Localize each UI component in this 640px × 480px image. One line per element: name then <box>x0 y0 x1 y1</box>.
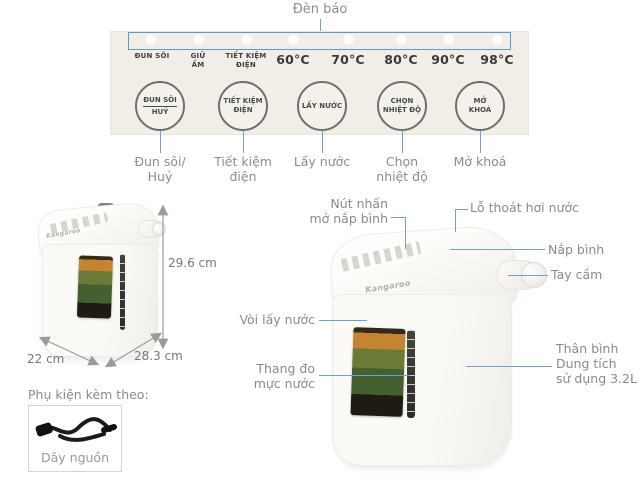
leader-line <box>508 275 548 276</box>
leader-line <box>243 131 244 153</box>
indicator-label-boil: ĐUN SÔI <box>134 52 170 60</box>
dimension-width: 22 cm <box>27 352 65 366</box>
indicator-light <box>288 34 299 45</box>
water-level-gauge <box>120 254 125 330</box>
indicator-light <box>193 34 204 45</box>
leader-line <box>405 217 406 249</box>
leader-line <box>456 209 468 210</box>
leader-line <box>480 131 481 153</box>
callout-steam-vent: Lỗ thoát hơi nước <box>470 200 579 215</box>
indicator-label-98c: 98°C <box>480 52 514 67</box>
caption-boil-cancel: Đun sôi/Huỷ <box>134 154 186 184</box>
dimension-height: 29.6 cm <box>168 256 217 270</box>
indicator-label-90c: 90°C <box>431 52 465 67</box>
leader-line <box>319 320 367 321</box>
dispense-button: LẤY NƯỚC <box>297 81 347 131</box>
leader-line <box>160 131 161 153</box>
indicator-light <box>492 34 503 45</box>
indicator-label-70c: 70°C <box>331 52 365 67</box>
product-sticker <box>350 327 406 417</box>
handle-knob <box>152 222 166 236</box>
callout-spout: Vòi lấy nước <box>239 312 315 327</box>
leader-line <box>450 249 545 250</box>
power-cord-image <box>35 417 117 442</box>
indicator-light <box>241 34 252 45</box>
indicator-light <box>396 34 407 45</box>
leader-line <box>402 131 403 153</box>
power-cord-label: Dây nguồn <box>40 450 109 465</box>
callout-handle: Tay cầm <box>551 267 603 282</box>
water-level-gauge <box>407 330 415 418</box>
caption-unlock: Mở khoá <box>453 154 507 169</box>
indicator-legend-label: Đèn báo <box>292 2 348 17</box>
indicator-light <box>343 34 354 45</box>
product-sticker <box>76 255 114 319</box>
accessory-box: Dây nguồn <box>28 405 122 472</box>
leader-line <box>322 131 323 153</box>
leader-line <box>455 209 456 232</box>
leader-line <box>466 366 552 367</box>
product-image-large: Kangaroo <box>325 222 550 470</box>
indicator-label-60c: 60°C <box>276 52 310 67</box>
callout-lid: Nắp bình <box>548 242 605 257</box>
indicator-lights-box <box>128 32 511 50</box>
caption-dispense: Lấy nước <box>293 154 351 169</box>
dimension-depth: 28.3 cm <box>134 349 183 363</box>
leader-line <box>319 375 410 376</box>
indicator-light <box>145 34 156 45</box>
leader-line <box>391 217 405 218</box>
indicator-label-80c: 80°C <box>384 52 418 67</box>
product-image-small: Kangaroo <box>32 200 167 360</box>
indicator-light <box>443 34 454 45</box>
accessories-title: Phụ kiện kèm theo: <box>28 387 149 402</box>
leader-line <box>320 19 321 32</box>
